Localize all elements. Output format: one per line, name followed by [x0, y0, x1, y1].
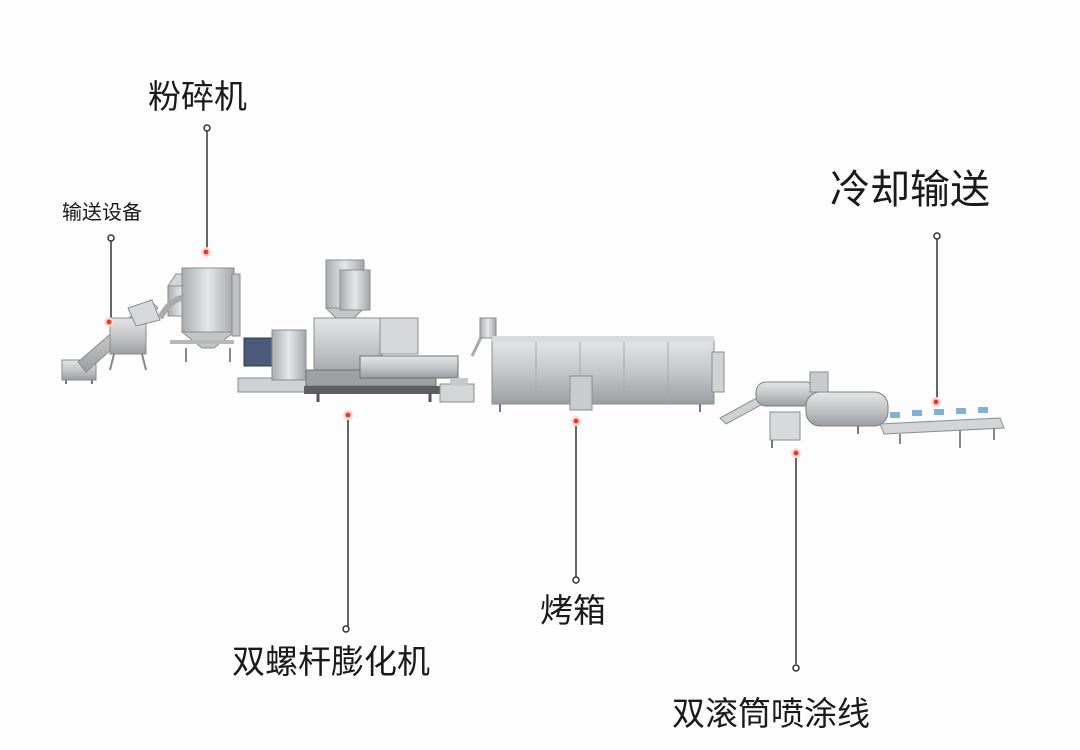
label-double-drum-coating-line: 双滚筒喷涂线: [672, 694, 870, 733]
double-drum-coating-machine: [719, 371, 889, 448]
label-crusher: 粉碎机: [148, 77, 247, 116]
label-oven: 烤箱: [540, 591, 606, 630]
label-twin-screw-extruder: 双螺杆膨化机: [232, 642, 430, 681]
oven-machine: [491, 336, 725, 412]
twin-screw-extruder-machine: [237, 259, 497, 403]
leader-extruder: [342, 410, 353, 633]
crusher-machine: [157, 267, 241, 362]
screw-conveyor-machine: [61, 299, 161, 384]
leader-cooling: [931, 232, 941, 407]
cooling-conveyor-machine: [879, 407, 1005, 448]
label-cooling-conveyor: 冷却输送: [830, 167, 990, 213]
label-conveyor-equipment: 输送设备: [62, 200, 142, 224]
leader-crusher: [201, 124, 211, 257]
leader-conveyor: [104, 234, 115, 327]
leader-coating: [791, 448, 801, 672]
leader-oven: [571, 416, 581, 584]
